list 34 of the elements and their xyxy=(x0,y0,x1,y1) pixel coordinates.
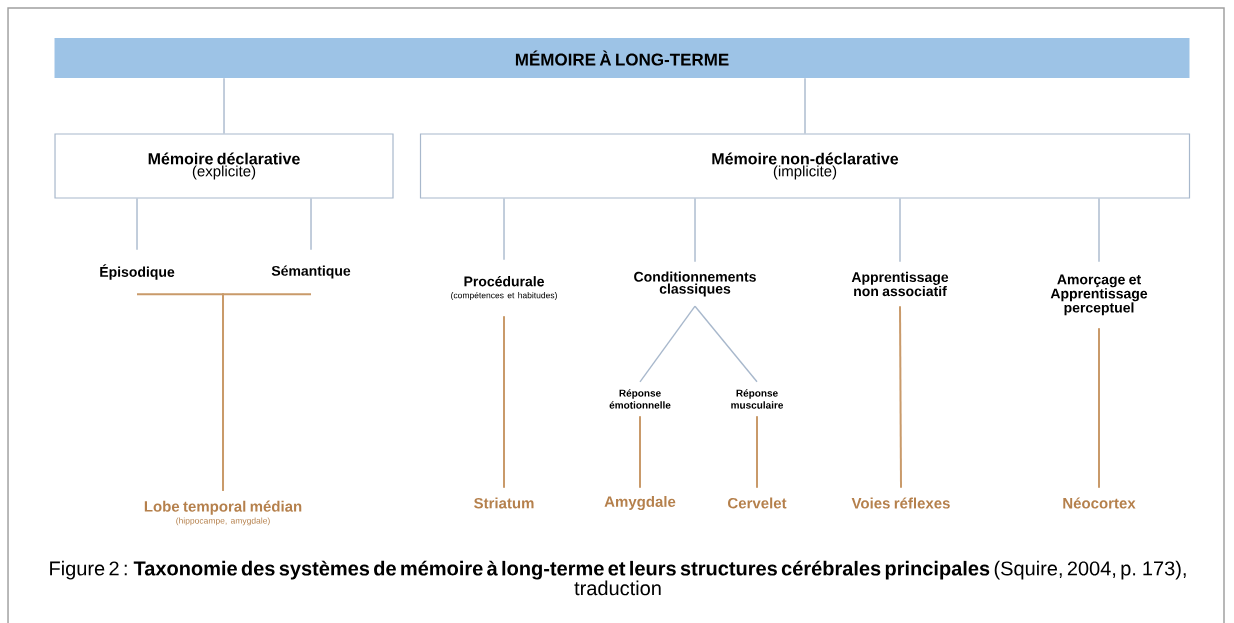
connector-line xyxy=(136,197,138,251)
response-label: Réponse émotionnelle xyxy=(609,389,671,409)
memory-type-label: Amorçage et Apprentissage perceptuel xyxy=(1050,274,1148,316)
brain-structure-label: Striatum xyxy=(474,497,534,509)
brain-structure-label: Voies réflexes xyxy=(851,497,950,509)
brain-structure-label: Néocortex xyxy=(1063,497,1136,509)
connector-line xyxy=(503,197,505,261)
category-box: Mémoire déclarative (explicite) xyxy=(54,133,394,199)
brain-structure-label: Lobe temporal médian (hippocampe, amygdale) xyxy=(144,500,302,526)
connector-line xyxy=(223,77,225,135)
memory-type-label: Sémantique xyxy=(271,265,351,279)
connector-line xyxy=(694,305,758,383)
connector-line xyxy=(899,305,902,489)
connector-line xyxy=(310,197,312,251)
connector-line xyxy=(804,77,806,135)
title-bar: MÉMOIRE À LONG-TERME xyxy=(54,38,1190,78)
connector-line xyxy=(694,197,696,263)
memory-type-label: Procédurale (compétences et habitudes) xyxy=(451,275,557,300)
connector-line xyxy=(899,197,901,263)
connector-line xyxy=(503,315,505,489)
connector-line xyxy=(222,293,312,492)
connector-line xyxy=(756,415,758,489)
connector-line xyxy=(1098,327,1100,489)
connector-line xyxy=(639,305,696,383)
connector-line xyxy=(639,415,641,489)
brain-structure-label: Amygdale xyxy=(604,495,676,510)
memory-type-label: Apprentissage non associatif xyxy=(851,271,949,297)
connector-line xyxy=(1098,197,1100,263)
category-box: Mémoire non-déclarative (implicite) xyxy=(419,133,1191,199)
memory-type-label: Épisodique xyxy=(100,264,175,280)
memory-type-label: Conditionnements classiques xyxy=(634,271,756,297)
figure-caption: Figure 2 : Taxonomie des systèmes de mémoire à long-terme et leurs structures cérébrales principales (Squire, 2004, p. 173), traduction xyxy=(50,560,1186,596)
brain-structure-label: Cervelet xyxy=(728,497,787,509)
response-label: Réponse musculaire xyxy=(731,389,784,409)
